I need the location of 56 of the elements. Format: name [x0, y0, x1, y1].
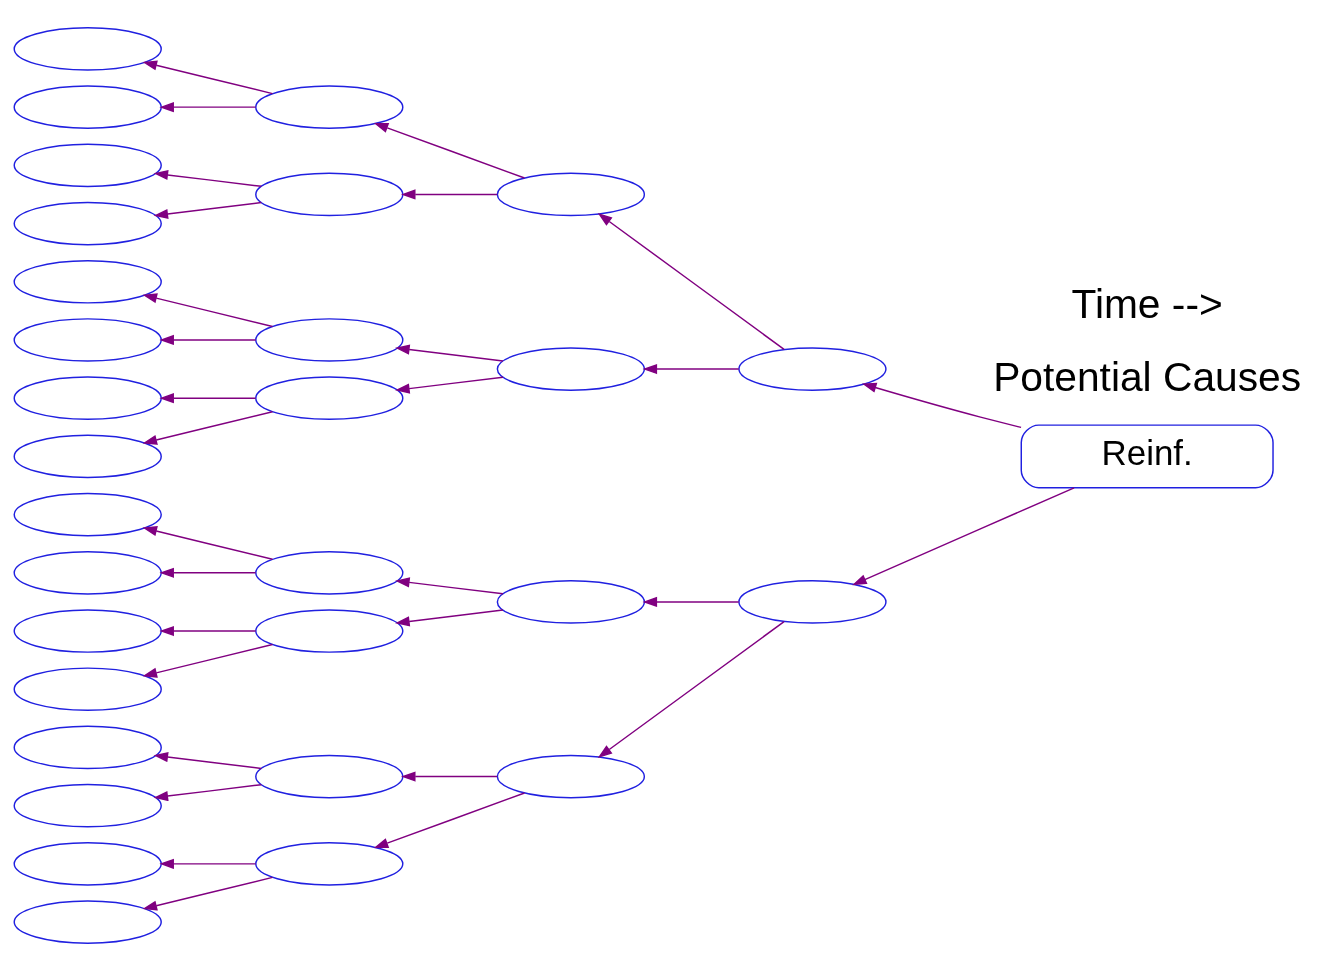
node-ellipse [255, 841, 404, 886]
arrow [395, 375, 504, 394]
arrow [395, 608, 504, 626]
arrow [153, 169, 263, 187]
arrow [142, 643, 274, 678]
node-ellipse [13, 201, 162, 245]
arrow [159, 858, 257, 869]
arrow [142, 410, 274, 445]
arrow [642, 596, 740, 607]
node-ellipse [13, 317, 162, 362]
arrow [861, 382, 1022, 428]
node-ellipse [13, 143, 162, 187]
node-ellipse [13, 608, 162, 653]
arrow [597, 212, 785, 350]
arrow [159, 101, 257, 112]
node-ellipse [496, 754, 646, 798]
arrow [159, 567, 257, 578]
node-ellipse [13, 841, 162, 886]
arrow [159, 334, 257, 345]
arrow [142, 876, 274, 911]
node-ellipse [255, 608, 404, 653]
arrow [153, 201, 263, 219]
arrow [395, 344, 504, 362]
node-ellipse [496, 346, 646, 391]
node-ellipse [13, 375, 162, 420]
label: Potential Causes [993, 353, 1302, 400]
node-ellipse [255, 317, 404, 362]
node-ellipse [496, 172, 646, 216]
arrow [153, 751, 263, 769]
node-ellipse [13, 84, 162, 129]
label: Time --> [1071, 280, 1223, 327]
node-ellipse [255, 172, 404, 216]
node-box: Reinf. [1020, 423, 1274, 488]
node-ellipse [255, 375, 404, 420]
arrow [642, 363, 740, 374]
node-ellipse [13, 725, 162, 769]
arrow [142, 292, 274, 327]
node-ellipse [255, 84, 404, 129]
arrow [159, 392, 257, 403]
arrow [852, 486, 1075, 585]
arrow [159, 625, 257, 636]
arrow [395, 576, 504, 595]
node-ellipse [13, 550, 162, 595]
node-ellipse [13, 783, 162, 827]
arrow [400, 188, 498, 200]
node-ellipse [255, 754, 404, 798]
node-ellipse [255, 550, 404, 595]
node-ellipse [496, 579, 646, 624]
arrow [400, 770, 498, 782]
arrow [373, 791, 526, 848]
arrow [373, 122, 526, 179]
arrow [142, 525, 274, 560]
node-ellipse [738, 579, 887, 624]
arrow [153, 783, 263, 801]
arrow [597, 620, 785, 758]
arrow [142, 59, 274, 94]
